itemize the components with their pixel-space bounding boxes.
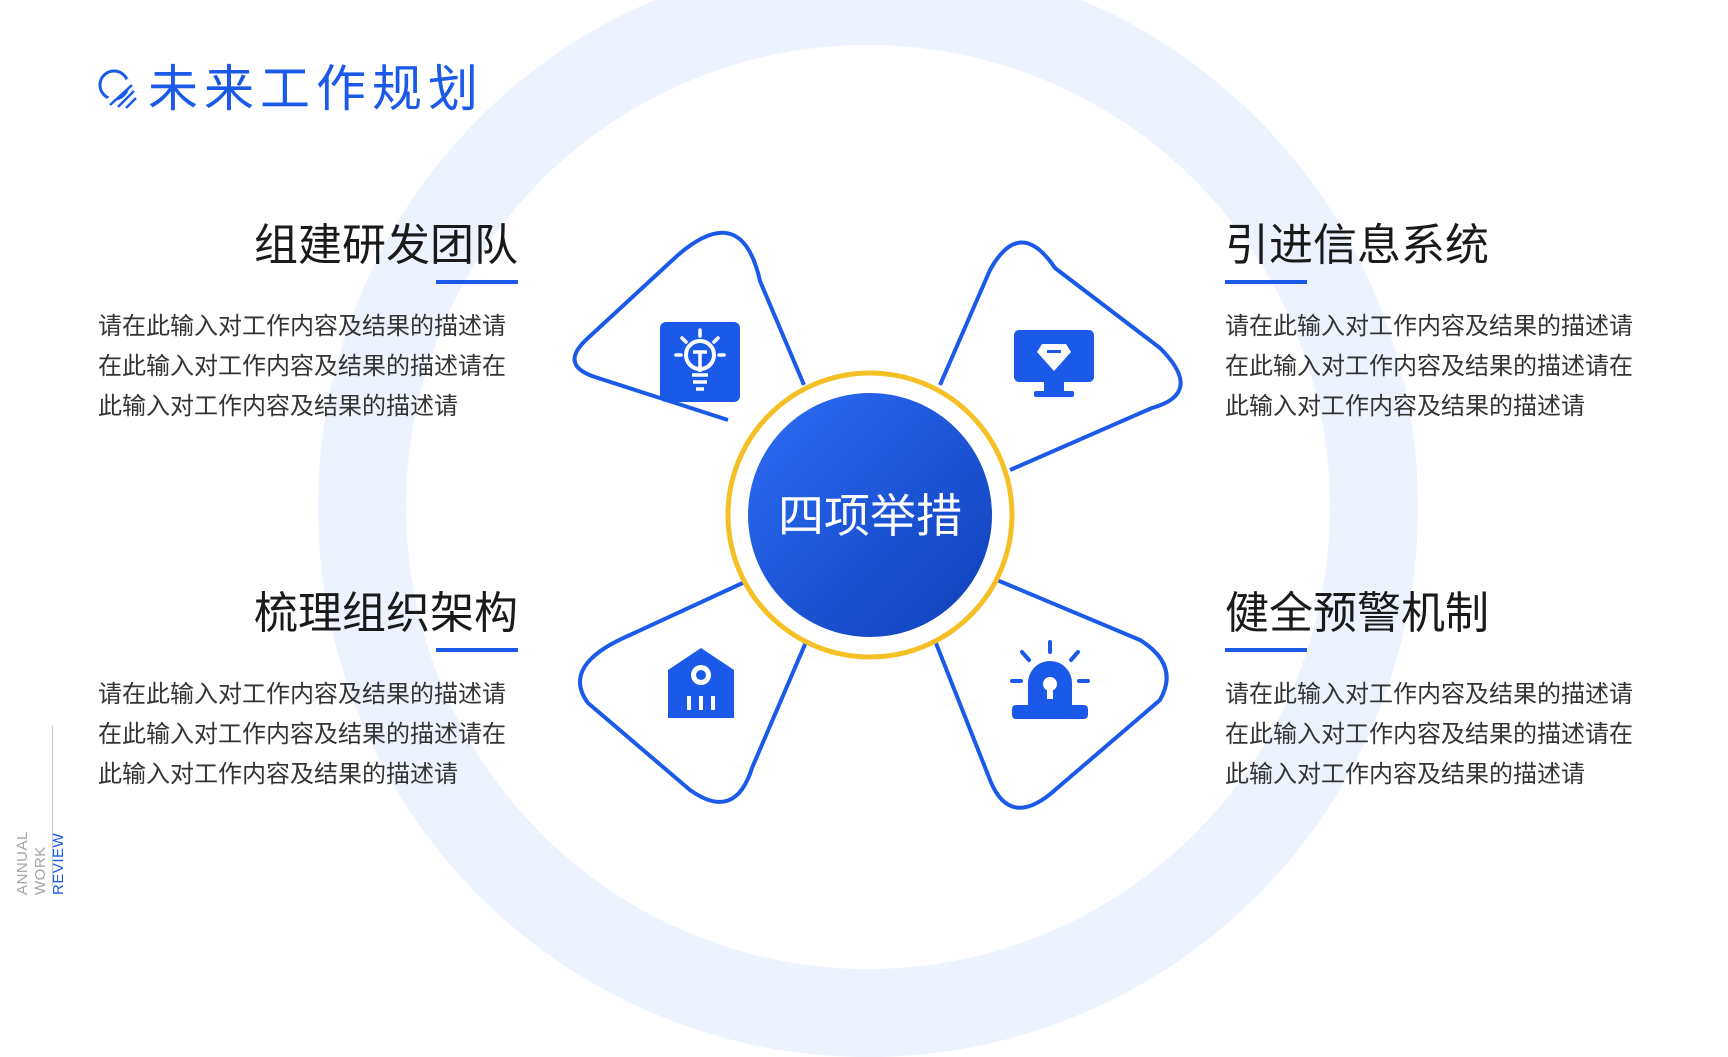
alarm-light-icon <box>1010 640 1090 719</box>
title-underline <box>436 280 518 284</box>
measure-description: 请在此输入对工作内容及结果的描述请在此输入对工作内容及结果的描述请在此输入对工作… <box>98 680 506 788</box>
side-divider <box>52 726 53 886</box>
measure-block-org-structure: 梳理组织架构 请在此输入对工作内容及结果的描述请在此输入对工作内容及结果的描述请… <box>98 592 518 794</box>
monitor-diamond-icon <box>1014 330 1094 397</box>
measure-description: 请在此输入对工作内容及结果的描述请在此输入对工作内容及结果的描述请在此输入对工作… <box>1225 312 1633 420</box>
page-header: 未来工作规划 <box>96 64 484 114</box>
measure-title: 梳理组织架构 <box>254 588 518 639</box>
center-circle <box>748 393 992 637</box>
petal-bottom-left <box>578 573 814 804</box>
lightbulb-icon <box>660 322 740 402</box>
petal-top-right <box>938 240 1183 472</box>
measure-title: 组建研发团队 <box>254 220 518 271</box>
page-title: 未来工作规划 <box>148 60 484 118</box>
side-caption-annual: ANNUAL <box>14 831 31 895</box>
logo-icon <box>98 69 137 109</box>
title-underline <box>1225 648 1307 652</box>
measure-title: 引进信息系统 <box>1225 220 1489 271</box>
measure-block-warning-mechanism: 健全预警机制 请在此输入对工作内容及结果的描述请在此输入对工作内容及结果的描述请… <box>1225 592 1645 794</box>
measure-description: 请在此输入对工作内容及结果的描述请在此输入对工作内容及结果的描述请在此输入对工作… <box>98 312 506 420</box>
measure-description: 请在此输入对工作内容及结果的描述请在此输入对工作内容及结果的描述请在此输入对工作… <box>1225 680 1633 788</box>
building-icon <box>668 648 734 718</box>
title-underline <box>436 648 518 652</box>
center-label: 四项举措 <box>778 489 962 543</box>
title-underline <box>1225 280 1307 284</box>
petal-top-left <box>572 230 806 422</box>
measure-block-info-system: 引进信息系统 请在此输入对工作内容及结果的描述请在此输入对工作内容及结果的描述请… <box>1225 224 1645 426</box>
measures-diagram: 四项举措 <box>572 230 1183 810</box>
petal-bottom-right <box>928 573 1169 810</box>
measure-block-rd-team: 组建研发团队 请在此输入对工作内容及结果的描述请在此输入对工作内容及结果的描述请… <box>98 224 518 426</box>
side-caption-work: WORK <box>32 846 49 895</box>
side-caption: ANNUAL WORK REVIEW <box>14 831 68 895</box>
measure-title: 健全预警机制 <box>1225 588 1489 639</box>
side-caption-review: REVIEW <box>50 832 67 895</box>
